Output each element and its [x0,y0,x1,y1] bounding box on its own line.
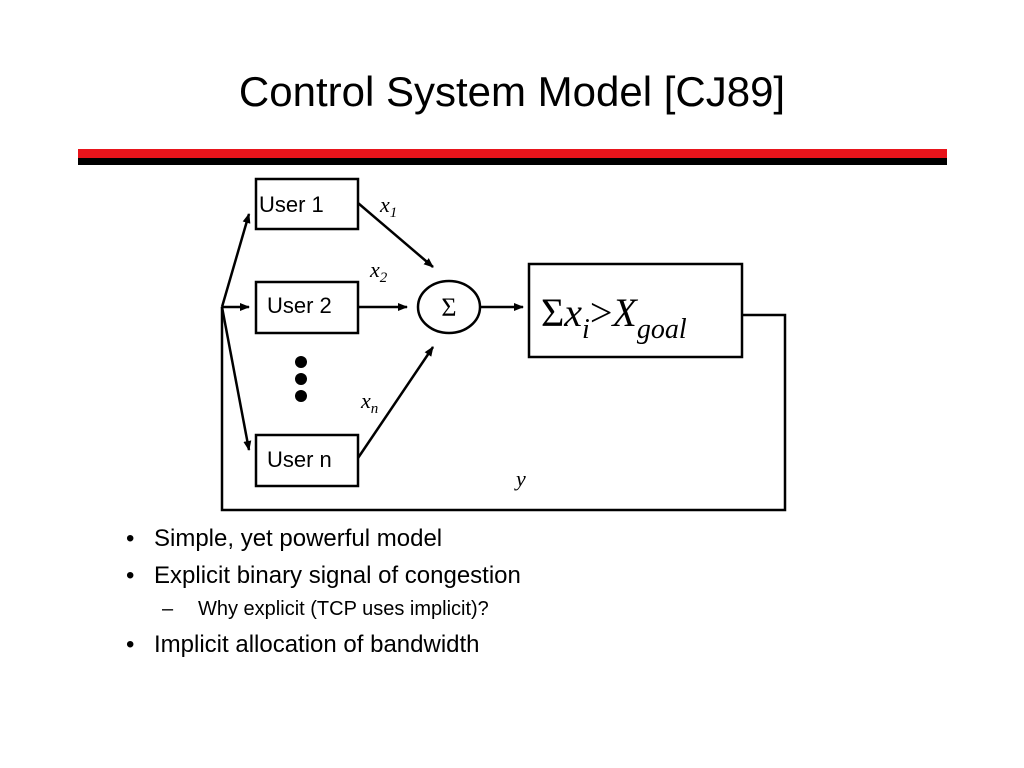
bullet-text: Implicit allocation of bandwidth [154,631,480,658]
input-label-xn: xn [360,388,378,417]
bullet-list: • Simple, yet powerful model • Explicit … [118,524,918,667]
user-n-box [254,433,360,488]
user-1-label: User 1 [259,192,324,217]
sub-bullet-marker: – [162,598,174,620]
condition-expression: Σxi>Xgoal [541,290,687,345]
bullet-text: Explicit binary signal of congestion [154,562,521,589]
slide-title: Control System Model [CJ89] [238,68,786,115]
title-rule-black [78,158,947,165]
bullet-text: Simple, yet powerful model [154,525,443,552]
bullet-item: • Implicit allocation of bandwidth [118,630,918,660]
bullet-marker: • [126,631,135,658]
input-arrows [356,202,435,459]
title-rule-red [78,149,947,158]
bullet-marker: • [126,525,135,552]
user-2-box [254,280,360,335]
bullet-marker: • [126,562,135,589]
bullet-item: • Explicit binary signal of congestion [118,561,918,591]
input-label-x2: x2 [369,257,388,286]
bullet-item: • Simple, yet powerful model [118,524,918,554]
more-users-ellipsis [295,356,307,402]
sub-bullet-item: – Why explicit (TCP uses implicit)? [118,596,918,622]
user-2-label: User 2 [267,293,332,318]
feedback-line [220,307,787,512]
feedback-label-y: y [514,466,526,491]
sub-bullet-text: Why explicit (TCP uses implicit)? [198,598,489,620]
input-label-x1: x1 [379,192,397,221]
summer-sigma-icon: Σ [441,293,456,322]
fanout-arrows [220,213,252,451]
user-1-box [254,177,360,231]
user-n-label: User n [267,447,332,472]
condition-box [527,262,744,359]
